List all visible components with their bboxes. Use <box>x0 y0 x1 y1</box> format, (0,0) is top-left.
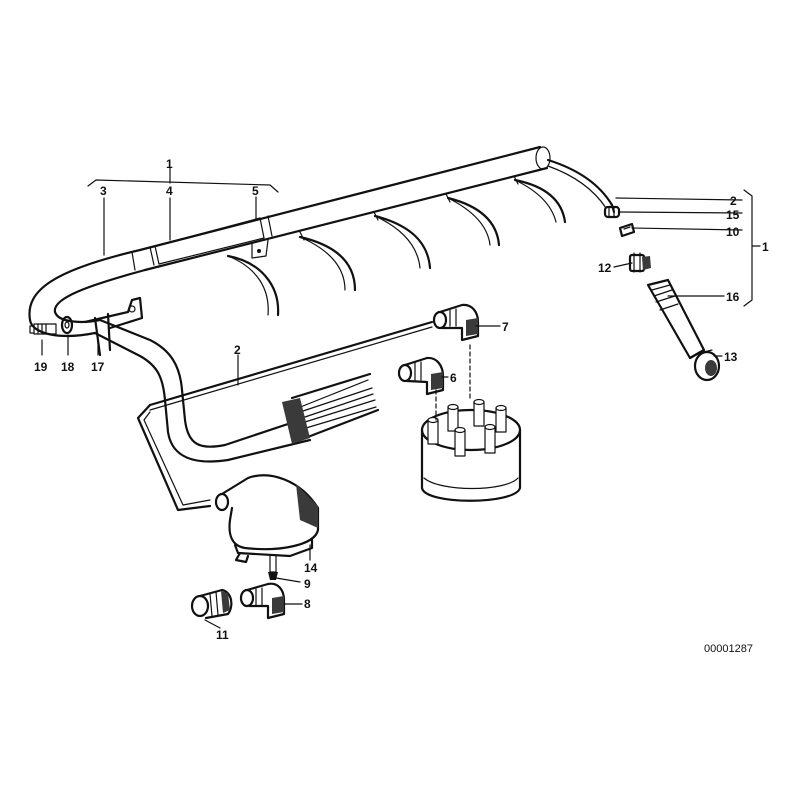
callout-4: 4 <box>166 184 173 198</box>
plug-lead-3 <box>373 214 432 270</box>
mounting-bracket-group <box>29 296 144 357</box>
plug-lead-2 <box>298 235 357 292</box>
callout-15: 15 <box>726 208 740 222</box>
plug-cap-11 <box>190 588 233 620</box>
boot-13 <box>693 349 721 382</box>
callout-7: 7 <box>502 320 509 334</box>
drawing-number: 00001287 <box>704 643 753 655</box>
callout-19: 19 <box>34 360 48 374</box>
plug-lead-4 <box>446 196 501 247</box>
tube-clip <box>251 239 269 259</box>
callout-13: 13 <box>724 350 738 364</box>
callout-17: 17 <box>91 360 105 374</box>
bracket-17 <box>93 312 112 357</box>
plug-lead-1 <box>226 254 280 317</box>
callout-14: 14 <box>304 561 318 575</box>
sleeve-16 <box>646 278 706 360</box>
wire-bundle <box>282 372 380 444</box>
washer-18 <box>60 315 74 335</box>
plug-connector-6 <box>397 356 445 396</box>
bolt-19 <box>29 323 57 335</box>
callout-2-mid: 2 <box>234 343 241 357</box>
washer-10 <box>618 222 636 238</box>
callout-16: 16 <box>726 290 740 304</box>
coil-lead-assembly <box>603 203 721 382</box>
callout-18: 18 <box>61 360 75 374</box>
plug-connector-7 <box>432 303 480 342</box>
tube-end-cap <box>535 146 551 170</box>
callout-11: 11 <box>216 628 229 642</box>
callout-6: 6 <box>450 371 457 385</box>
sleeve-5 <box>259 215 273 239</box>
callout-8: 8 <box>304 597 311 611</box>
connector-12 <box>628 252 651 273</box>
callout-10: 10 <box>726 225 740 239</box>
callout-5: 5 <box>252 184 259 198</box>
callout-1-right: 1 <box>762 240 769 254</box>
callout-brace-right <box>743 189 761 307</box>
callout-9: 9 <box>304 577 311 591</box>
distributor-cap <box>420 344 522 502</box>
grommet-15 <box>603 205 621 219</box>
sleeve-3 <box>131 245 160 271</box>
sleeve-4 <box>154 217 265 265</box>
callout-2-right: 2 <box>730 194 737 208</box>
callout-1-top: 1 <box>166 157 173 171</box>
plug-boot-14 <box>214 474 320 580</box>
plug-connector-8 <box>239 582 286 620</box>
callout-labels: 1 3 4 5 2 15 10 1 12 16 13 7 6 2 19 18 1… <box>34 157 769 642</box>
cable-tube-assembly <box>28 145 614 463</box>
plug-lead-5 <box>513 178 567 224</box>
ignition-lead-2 <box>136 320 434 512</box>
callout-12: 12 <box>598 261 612 275</box>
leader-lines <box>41 196 743 629</box>
callout-brace-top <box>87 167 279 193</box>
callout-3: 3 <box>100 184 107 198</box>
